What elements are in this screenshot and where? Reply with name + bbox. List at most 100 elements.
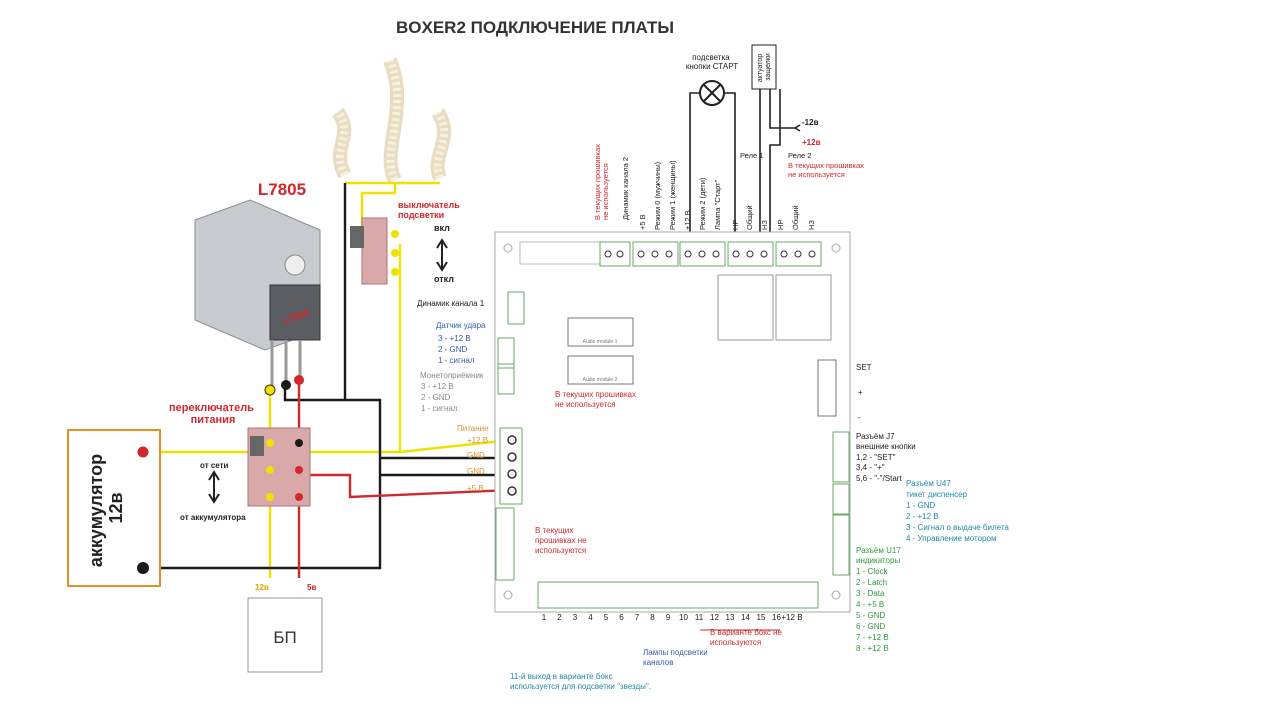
led-strip-right: [430, 108, 452, 181]
coin-line-2: 2 - GND: [421, 393, 451, 402]
top-label-nc2: НЗ: [807, 220, 816, 230]
svg-text:4 - Управление мотором: 4 - Управление мотором: [906, 534, 996, 543]
psu-12v-label: 12в: [255, 583, 269, 592]
power-line-4: +5 В: [467, 484, 484, 493]
bottom-number: 11: [695, 613, 704, 622]
top-label-5v: +5 В: [638, 214, 647, 230]
bottom-number: 8: [650, 613, 655, 622]
bottom-number: 3: [573, 613, 578, 622]
battery: аккумулятор 12в: [67, 429, 161, 587]
button-minus: -: [858, 413, 861, 422]
audio-module-1: Audio module 1: [583, 339, 618, 345]
led-strip-middle: [383, 57, 405, 184]
latch-label-line2: защелки: [765, 53, 772, 81]
battery-label: аккумулятор 12в: [86, 449, 126, 567]
svg-text:тикет диспенсер: тикет диспенсер: [906, 490, 968, 499]
svg-text:внешние кнопки: внешние кнопки: [856, 442, 916, 451]
latch-label-line1: актуатор: [757, 54, 764, 83]
power-switch-battery: от аккумулятора: [180, 513, 246, 522]
top-label-mode0: Режим 0 (мужчины): [653, 161, 662, 230]
start-lamp: подсветка кнопки СТАРТ: [686, 53, 738, 255]
svg-text:8 - +12 В: 8 - +12 В: [856, 644, 889, 653]
board-buttons: SET + -: [856, 363, 872, 422]
latch-actuator: актуатор защелки -12в +12в: [751, 44, 821, 250]
backlight-switch-title: выключатель подсветки: [398, 200, 462, 220]
bottom-number: 13: [726, 613, 735, 622]
power-switch-title-line2: питания: [191, 414, 236, 426]
power-title: Питание: [457, 424, 489, 433]
power-switch-title: переключатель питания: [169, 402, 257, 426]
top-connector-labels: В текущих прошивкахне используется Динам…: [593, 144, 864, 230]
bottom-number: 6: [619, 613, 624, 622]
shock-sensor-title: Датчик удара: [436, 321, 486, 330]
top-label-no2: НР: [776, 220, 785, 230]
bottom-number: 14: [741, 613, 750, 622]
svg-text:2 - Latch: 2 - Latch: [856, 578, 887, 587]
svg-text:6 - GND: 6 - GND: [856, 622, 886, 631]
power-line-1: +12 В: [467, 436, 488, 445]
latch-label: актуатор защелки: [757, 52, 772, 82]
backlight-off-label: откл: [434, 274, 454, 284]
button-set: SET: [856, 363, 872, 372]
coin-line-3: 1 - сигнал: [421, 404, 458, 413]
latch-minus-label: -12в: [802, 118, 819, 127]
bottom-number: 2: [557, 613, 562, 622]
regulator-pin-gnd: [281, 380, 291, 390]
regulator-pin-out: [294, 375, 304, 385]
regulator-pin-in: [264, 384, 276, 396]
svg-text:4 - +5 В: 4 - +5 В: [856, 600, 884, 609]
svg-text:3 - Data: 3 - Data: [856, 589, 885, 598]
svg-text:Разъём J7: Разъём J7: [856, 432, 895, 441]
bottom-number: 4: [588, 613, 593, 622]
coin-line-1: 3 - +12 В: [421, 382, 454, 391]
bottom-number: 12: [710, 613, 719, 622]
svg-text:3,4 - "+": 3,4 - "+": [856, 463, 885, 472]
wire-yellow-strips: [345, 181, 440, 228]
button-plus: +: [858, 388, 863, 397]
audio-module-2: Audio module 2: [583, 377, 618, 383]
shock-line-3: 1 - сигнал: [438, 356, 475, 365]
power-switch-mains: от сети: [200, 461, 229, 470]
svg-text:2 - +12 В: 2 - +12 В: [906, 512, 939, 521]
top-label-speaker2: Динамик канала 2: [621, 157, 630, 220]
wire-red: [297, 380, 511, 578]
top-label-common2: Общий: [791, 205, 800, 230]
top-label-no1: НР: [731, 220, 740, 230]
latch-plus-label: +12в: [802, 138, 821, 147]
start-lamp-label-line1: подсветка: [692, 53, 730, 62]
wire-black-ground: [150, 385, 510, 570]
bottom-number: +12 В: [781, 613, 802, 622]
svg-text:1 - GND: 1 - GND: [906, 501, 936, 510]
led-strips: [332, 57, 452, 184]
start-lamp-label-line2: кнопки СТАРТ: [686, 62, 738, 71]
backlight-on-label: вкл: [434, 223, 450, 233]
svg-text:1,2 - "SET": 1,2 - "SET": [856, 453, 896, 462]
led-strip-left: [332, 107, 352, 179]
svg-text:5 - GND: 5 - GND: [856, 611, 886, 620]
svg-text:5,6 - "-"/Start: 5,6 - "-"/Start: [856, 474, 902, 483]
battery-label-line2: 12в: [106, 492, 126, 523]
bottom-number: 15: [757, 613, 766, 622]
svg-text:7 - +12 В: 7 - +12 В: [856, 633, 889, 642]
power-line-3: GND: [467, 467, 485, 476]
relay2-label: Реле 2: [788, 151, 811, 160]
bottom-number: 5: [604, 613, 609, 622]
psu-5v-label: 5в: [307, 583, 316, 592]
top-label-common1: Общий: [745, 205, 754, 230]
start-lamp-label: подсветка кнопки СТАРТ: [686, 53, 738, 71]
psu-label: БП: [273, 628, 296, 647]
top-label-nc1: НЗ: [760, 220, 769, 230]
svg-text:1 - Clock: 1 - Clock: [856, 567, 889, 576]
svg-text:Разъём U17: Разъём U17: [856, 546, 901, 555]
top-label-mode1: Режим 1 (женщины): [668, 160, 677, 230]
shock-line-2: 2 - GND: [438, 345, 468, 354]
